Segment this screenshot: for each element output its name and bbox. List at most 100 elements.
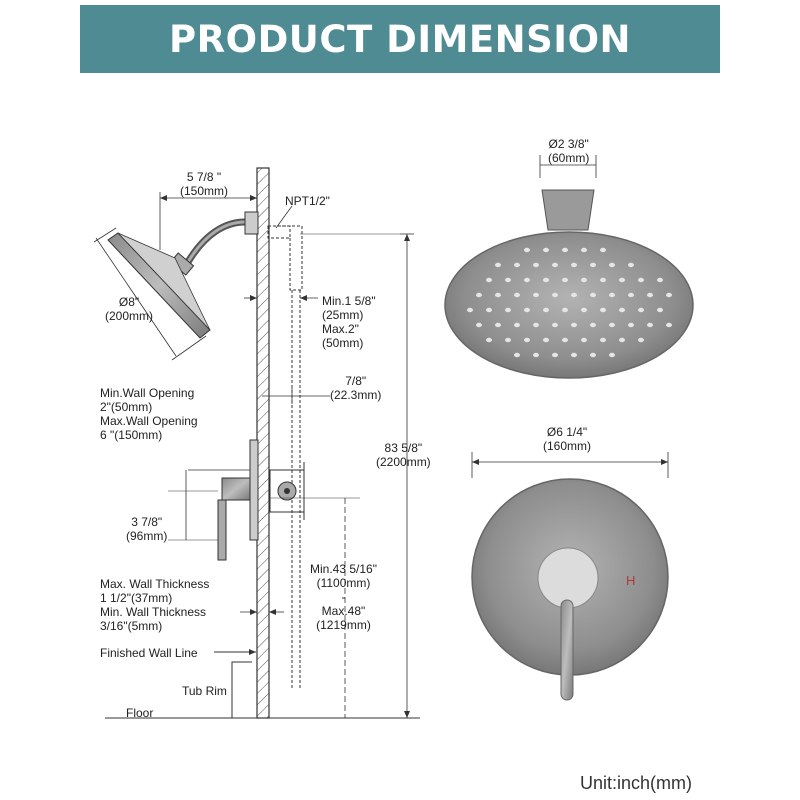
nozzle (495, 322, 501, 328)
head-diameter-label: Ø8" (200mm) (105, 295, 154, 323)
valve-height-label: Min.43 5/16" (1100mm) - Max.48" (1219mm) (310, 562, 377, 632)
nozzle (514, 352, 520, 358)
nozzle (619, 307, 625, 313)
nozzle (638, 277, 644, 283)
nozzle (514, 292, 520, 298)
nozzle (524, 277, 530, 283)
shower-head-side (107, 211, 259, 339)
head-diameter-dim (93, 227, 207, 361)
nozzle (581, 277, 587, 283)
nozzle (552, 262, 558, 268)
nozzle (600, 337, 606, 343)
nozzle (562, 247, 568, 253)
banner-title: PRODUCT DIMENSION (169, 17, 631, 61)
nozzle (552, 352, 558, 358)
nozzle (543, 337, 549, 343)
nozzle (638, 307, 644, 313)
nozzle (476, 322, 482, 328)
inlet-depth-label: Min.1 5/8" (25mm) Max.2" (50mm) (322, 294, 376, 350)
nozzle (562, 337, 568, 343)
inlet-depth-dim (244, 295, 318, 301)
nozzle (619, 337, 625, 343)
nozzle (647, 292, 653, 298)
arm-reach-dim (159, 192, 257, 250)
nozzle (600, 247, 606, 253)
nozzle (543, 277, 549, 283)
nozzle (524, 307, 530, 313)
valve-depth-label: 7/8" (22.3mm) (330, 374, 382, 402)
unit-label: Unit:inch(mm) (580, 773, 693, 793)
nozzle (533, 322, 539, 328)
nozzle (533, 262, 539, 268)
nozzle (666, 322, 672, 328)
nozzle (581, 337, 587, 343)
nozzle (495, 262, 501, 268)
nozzle (609, 262, 615, 268)
arm-reach-label: 5 7/8 " (150mm) (180, 170, 229, 198)
nozzle (600, 277, 606, 283)
nozzle (628, 262, 634, 268)
total-height-label: 83 5/8" (2200mm) (376, 441, 431, 469)
nozzle (495, 292, 501, 298)
finished-wall-label: Finished Wall Line (100, 646, 198, 660)
nozzle (467, 307, 473, 313)
finished-wall-leader (214, 649, 256, 655)
nozzle (647, 322, 653, 328)
wall-thickness-dim (240, 609, 284, 615)
trim-diameter-label: Ø6 1/4" (160mm) (543, 425, 592, 453)
wall (256, 167, 270, 719)
nozzle (552, 322, 558, 328)
nozzle (524, 247, 530, 253)
nozzle (524, 337, 530, 343)
nozzle (657, 277, 663, 283)
nozzle (562, 307, 568, 313)
nozzle (638, 337, 644, 343)
nozzle (590, 292, 596, 298)
nozzle (486, 277, 492, 283)
nozzle (571, 262, 577, 268)
nozzle (552, 292, 558, 298)
nozzle (590, 352, 596, 358)
handle-offset-label: 3 7/8" (96mm) (126, 515, 168, 543)
nozzle (600, 307, 606, 313)
nozzle (571, 292, 577, 298)
nozzle (533, 352, 539, 358)
nozzle (590, 262, 596, 268)
nozzle (609, 352, 615, 358)
floor-line (105, 661, 420, 719)
nozzle (486, 307, 492, 313)
nozzle (666, 292, 672, 298)
nozzle (628, 292, 634, 298)
nozzle (657, 307, 663, 313)
valve-depth-dim (262, 388, 330, 404)
nozzle (581, 307, 587, 313)
in-wall-pipe (267, 225, 303, 690)
nozzle (619, 277, 625, 283)
wall-thickness-label: Max. Wall Thickness 1 1/2"(37mm) Min. Wa… (100, 577, 210, 633)
valve-side (188, 439, 360, 561)
floor-label: Floor (126, 706, 154, 720)
nozzle (543, 247, 549, 253)
nozzle (505, 307, 511, 313)
nozzle (505, 277, 511, 283)
nozzle (543, 307, 549, 313)
nozzle (590, 322, 596, 328)
nozzle (562, 277, 568, 283)
handle-offset-dim (168, 470, 218, 541)
nozzle (571, 352, 577, 358)
shower-head-front (444, 155, 694, 379)
tub-rim-label: Tub Rim (182, 684, 227, 698)
nozzle (486, 337, 492, 343)
nozzle (609, 292, 615, 298)
total-height-dim (300, 233, 414, 718)
valve-trim-front (471, 452, 669, 701)
nozzle (571, 322, 577, 328)
nozzle (476, 292, 482, 298)
nozzle (581, 247, 587, 253)
hot-indicator: H (626, 573, 636, 588)
npt-leader (275, 205, 293, 229)
nozzle (628, 322, 634, 328)
npt-label: NPT1/2" (285, 194, 330, 208)
nozzle (514, 322, 520, 328)
